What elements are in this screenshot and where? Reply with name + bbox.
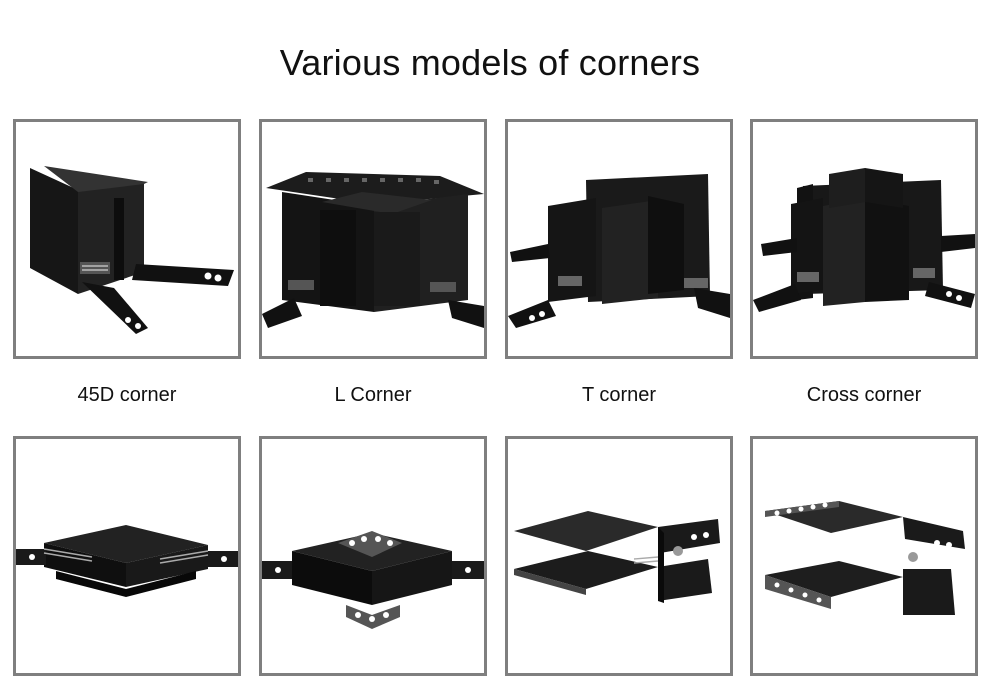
product-card-recessed-l[interactable] bbox=[13, 436, 241, 676]
corner-45d-image bbox=[30, 166, 234, 334]
product-card-recessed-t-trimless[interactable] bbox=[750, 436, 978, 676]
product-card-recessed-t[interactable] bbox=[505, 436, 733, 676]
product-card-45d-corner[interactable] bbox=[13, 119, 241, 359]
product-card-recessed-l-trimless[interactable] bbox=[259, 436, 487, 676]
corner-l-image bbox=[262, 172, 484, 328]
corner-cross-image bbox=[753, 168, 975, 312]
corner-t-image bbox=[508, 174, 730, 328]
caption-cross-corner: Cross corner bbox=[806, 384, 922, 406]
caption-l-corner: L Corner bbox=[334, 384, 412, 406]
page-title: Various models of corners bbox=[279, 42, 701, 83]
caption-t-corner: T corner bbox=[581, 384, 657, 406]
recessed-l-corner-image bbox=[16, 525, 238, 597]
product-card-l-corner[interactable] bbox=[259, 119, 487, 359]
recessed-t-corner-image bbox=[514, 511, 720, 603]
recessed-t-corner-trimless-image bbox=[765, 501, 965, 615]
caption-45d-corner: 45D corner bbox=[77, 384, 177, 406]
product-card-cross-corner[interactable] bbox=[750, 119, 978, 359]
product-card-t-corner[interactable] bbox=[505, 119, 733, 359]
recessed-l-corner-trimless-image bbox=[262, 531, 484, 629]
